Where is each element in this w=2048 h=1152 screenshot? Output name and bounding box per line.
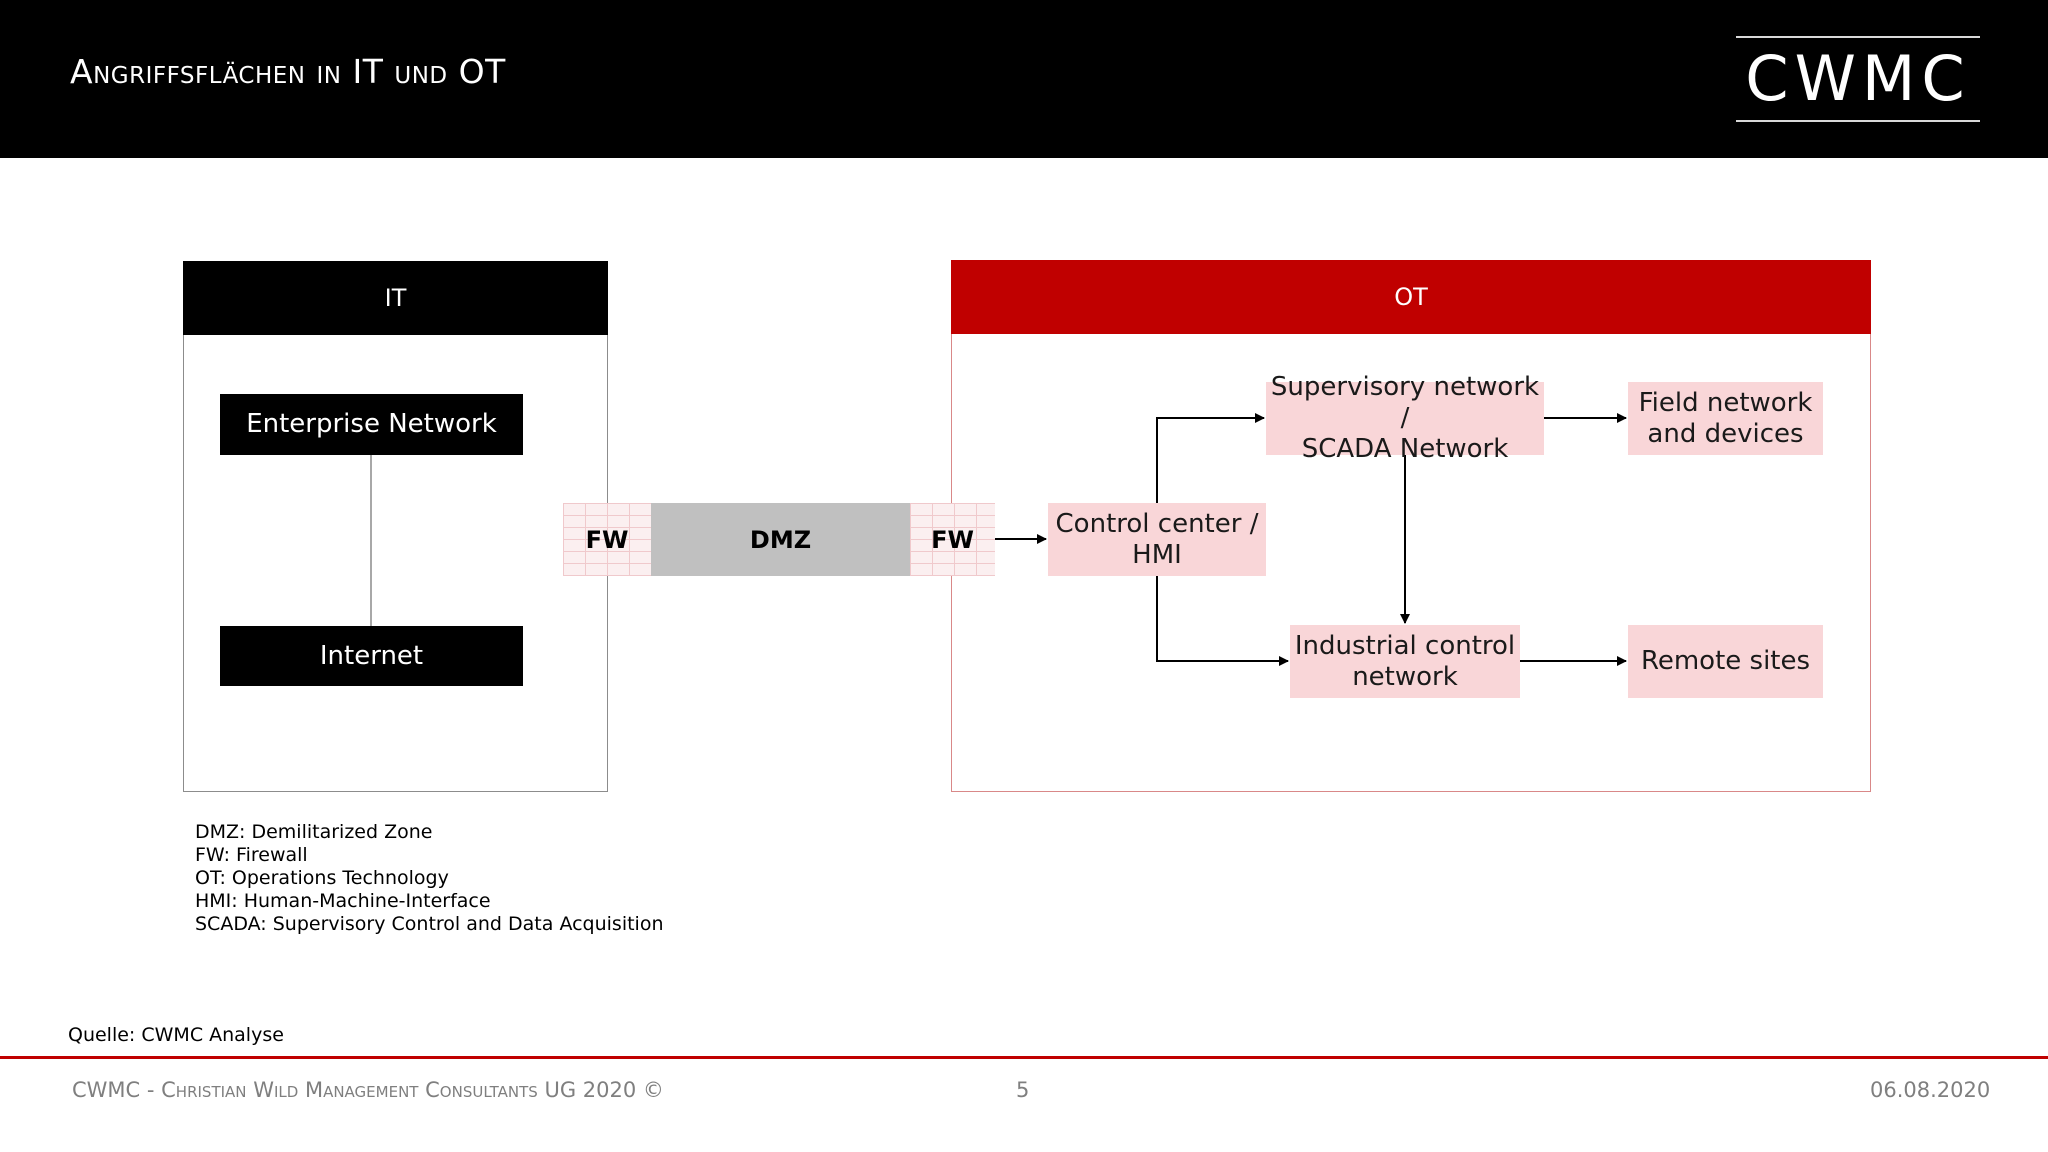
ot-panel-title: OT xyxy=(951,260,1871,334)
ot-panel: OT xyxy=(951,260,1871,792)
source-note: Quelle: CWMC Analyse xyxy=(68,1024,284,1046)
footer-date: 06.08.2020 xyxy=(1870,1078,1991,1102)
firewall-left: FW xyxy=(563,503,651,576)
legend-item: FW: Firewall xyxy=(195,844,308,866)
cwmc-logo: CWMC xyxy=(1736,36,1980,122)
slide-title: Angriffsflächen in IT und OT xyxy=(70,52,506,91)
legend-item: HMI: Human-Machine-Interface xyxy=(195,890,491,912)
remote-sites-node: Remote sites xyxy=(1628,625,1823,698)
field-network-node: Field network and devices xyxy=(1628,382,1823,455)
footer-company: CWMC - Christian Wild Management Consult… xyxy=(72,1078,664,1102)
control-center-hmi-node: Control center / HMI xyxy=(1048,503,1266,576)
dmz-zone: DMZ xyxy=(651,503,910,576)
it-panel-title: IT xyxy=(183,261,608,335)
abbreviation-legend: DMZ: Demilitarized Zone FW: Firewall OT:… xyxy=(195,821,664,936)
enterprise-network-node: Enterprise Network xyxy=(220,394,523,455)
footer-divider xyxy=(0,1056,2048,1059)
page-number: 5 xyxy=(1016,1078,1030,1102)
logo-rule-top xyxy=(1736,36,1980,38)
firewall-right: FW xyxy=(910,503,995,576)
legend-item: SCADA: Supervisory Control and Data Acqu… xyxy=(195,913,664,935)
logo-rule-bottom xyxy=(1736,120,1980,122)
slide-header: Angriffsflächen in IT und OT CWMC xyxy=(0,0,2048,158)
logo-text: CWMC xyxy=(1745,42,1971,115)
legend-item: OT: Operations Technology xyxy=(195,867,449,889)
legend-item: DMZ: Demilitarized Zone xyxy=(195,821,433,843)
internet-node: Internet xyxy=(220,626,523,686)
it-panel: IT xyxy=(183,261,608,792)
supervisory-scada-node: Supervisory network / SCADA Network xyxy=(1266,372,1544,464)
industrial-control-node: Industrial control network xyxy=(1290,625,1520,698)
